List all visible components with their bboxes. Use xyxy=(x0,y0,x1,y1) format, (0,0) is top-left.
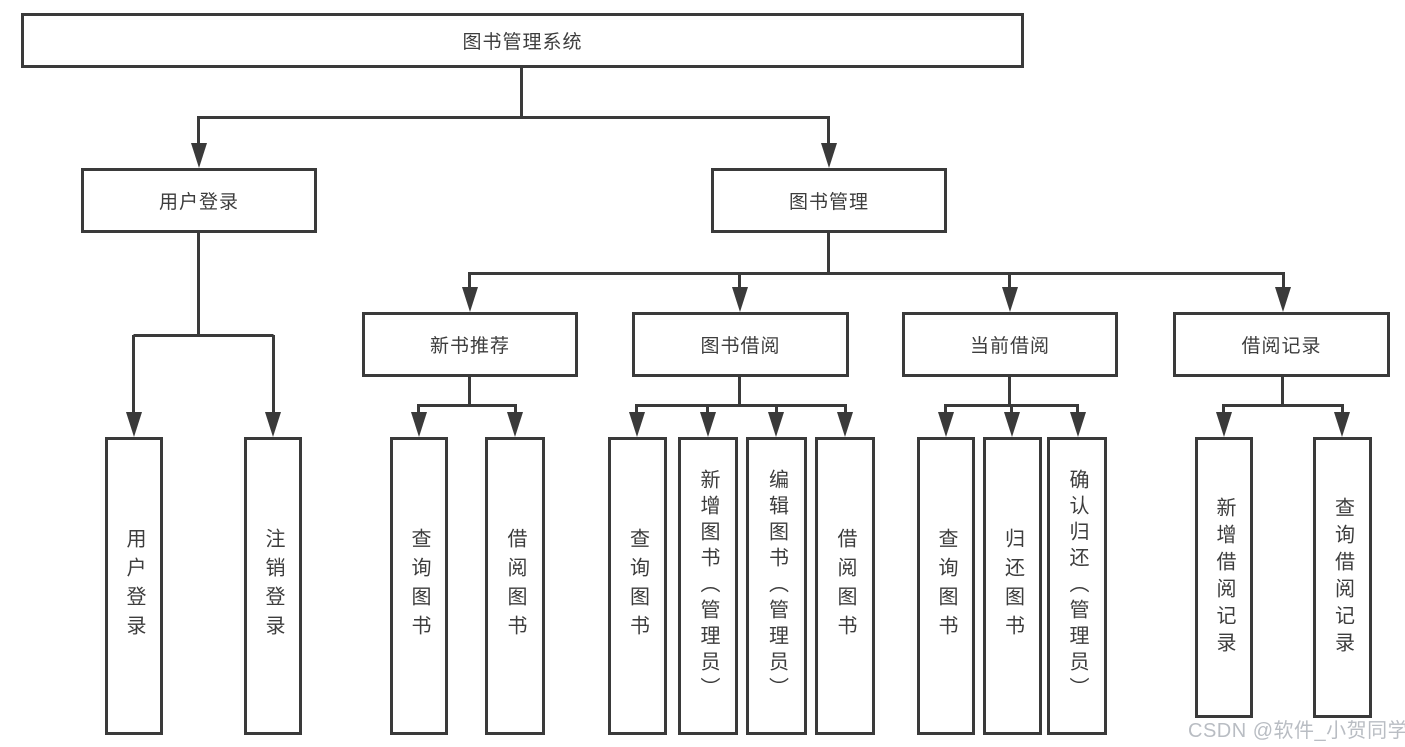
leaf-add-borrow-record: 新增借阅记录 xyxy=(1195,437,1253,718)
arrow-down-icon xyxy=(821,143,837,168)
node-book-borrow: 图书借阅 xyxy=(632,312,849,377)
node-current-borrow: 当前借阅 xyxy=(902,312,1118,377)
leaf-borrow-books-1: 借阅图书 xyxy=(485,437,545,735)
leaf-query-books-1: 查询图书 xyxy=(390,437,448,735)
leaf-confirm-return-admin: 确认归还（管理员） xyxy=(1047,437,1107,735)
node-borrow-records: 借阅记录 xyxy=(1173,312,1390,377)
connector-records-to-leaves xyxy=(1222,377,1344,414)
node-label: 用户登录 xyxy=(158,192,239,213)
arrow-down-icon xyxy=(1004,412,1020,437)
node-label: 图书借阅 xyxy=(700,336,781,357)
node-book-management: 图书管理 xyxy=(711,168,947,233)
leaf-add-books-admin: 新增图书（管理员） xyxy=(678,437,738,735)
leaf-label: 用户登录 xyxy=(123,528,145,644)
arrow-down-icon xyxy=(938,412,954,437)
arrow-down-icon xyxy=(1070,412,1086,437)
leaf-label: 查询图书 xyxy=(935,528,957,644)
leaf-return-books: 归还图书 xyxy=(983,437,1042,735)
arrow-down-icon xyxy=(507,412,523,437)
arrow-down-icon xyxy=(1002,287,1018,312)
arrow-down-icon xyxy=(265,412,281,437)
node-label: 当前借阅 xyxy=(969,336,1050,357)
arrow-down-icon xyxy=(837,412,853,437)
arrow-down-icon xyxy=(732,287,748,312)
arrow-down-icon xyxy=(768,412,784,437)
leaf-logout: 注销登录 xyxy=(244,437,302,735)
leaf-borrow-books-2: 借阅图书 xyxy=(815,437,875,735)
arrow-down-icon xyxy=(1275,287,1291,312)
arrow-down-icon xyxy=(411,412,427,437)
arrow-down-icon xyxy=(700,412,716,437)
leaf-query-borrow-record: 查询借阅记录 xyxy=(1313,437,1372,718)
watermark: CSDN @软件_小贺同学 xyxy=(1188,720,1405,742)
leaf-label: 借阅图书 xyxy=(504,528,526,644)
arrow-down-icon xyxy=(126,412,142,437)
arrow-down-icon xyxy=(1334,412,1350,437)
arrow-down-icon xyxy=(629,412,645,437)
leaf-label: 归还图书 xyxy=(1001,528,1024,644)
leaf-label: 新增借阅记录 xyxy=(1213,496,1235,659)
arrow-down-icon xyxy=(191,143,207,168)
leaf-label: 注销登录 xyxy=(262,528,284,644)
node-label: 新书推荐 xyxy=(429,336,510,357)
arrow-down-icon xyxy=(1216,412,1232,437)
leaf-label: 编辑图书（管理员） xyxy=(765,469,788,703)
node-label: 图书管理系统 xyxy=(462,32,583,53)
leaf-label: 查询图书 xyxy=(408,528,430,644)
leaf-query-books-2: 查询图书 xyxy=(608,437,667,735)
node-user-login: 用户登录 xyxy=(81,168,317,233)
leaf-edit-books-admin: 编辑图书（管理员） xyxy=(746,437,807,735)
node-label: 图书管理 xyxy=(788,192,869,213)
connector-login-to-leaves xyxy=(132,233,275,414)
leaf-query-books-3: 查询图书 xyxy=(917,437,975,735)
leaf-label: 新增图书（管理员） xyxy=(697,469,719,703)
node-label: 借阅记录 xyxy=(1241,336,1322,357)
connector-root-to-level2 xyxy=(197,68,830,146)
leaf-label: 查询借阅记录 xyxy=(1331,496,1354,659)
arrow-down-icon xyxy=(462,287,478,312)
leaf-user-login: 用户登录 xyxy=(105,437,163,735)
connector-current-to-leaves xyxy=(944,377,1079,414)
connector-mgmt-to-level3 xyxy=(468,233,1285,290)
leaf-label: 确认归还（管理员） xyxy=(1066,469,1088,703)
leaf-label: 借阅图书 xyxy=(834,528,856,644)
node-root-system: 图书管理系统 xyxy=(21,13,1024,68)
node-new-book-recommend: 新书推荐 xyxy=(362,312,578,377)
connector-borrow-to-leaves xyxy=(635,377,847,414)
connector-newbooks-to-leaves xyxy=(417,377,517,414)
leaf-label: 查询图书 xyxy=(626,528,649,644)
